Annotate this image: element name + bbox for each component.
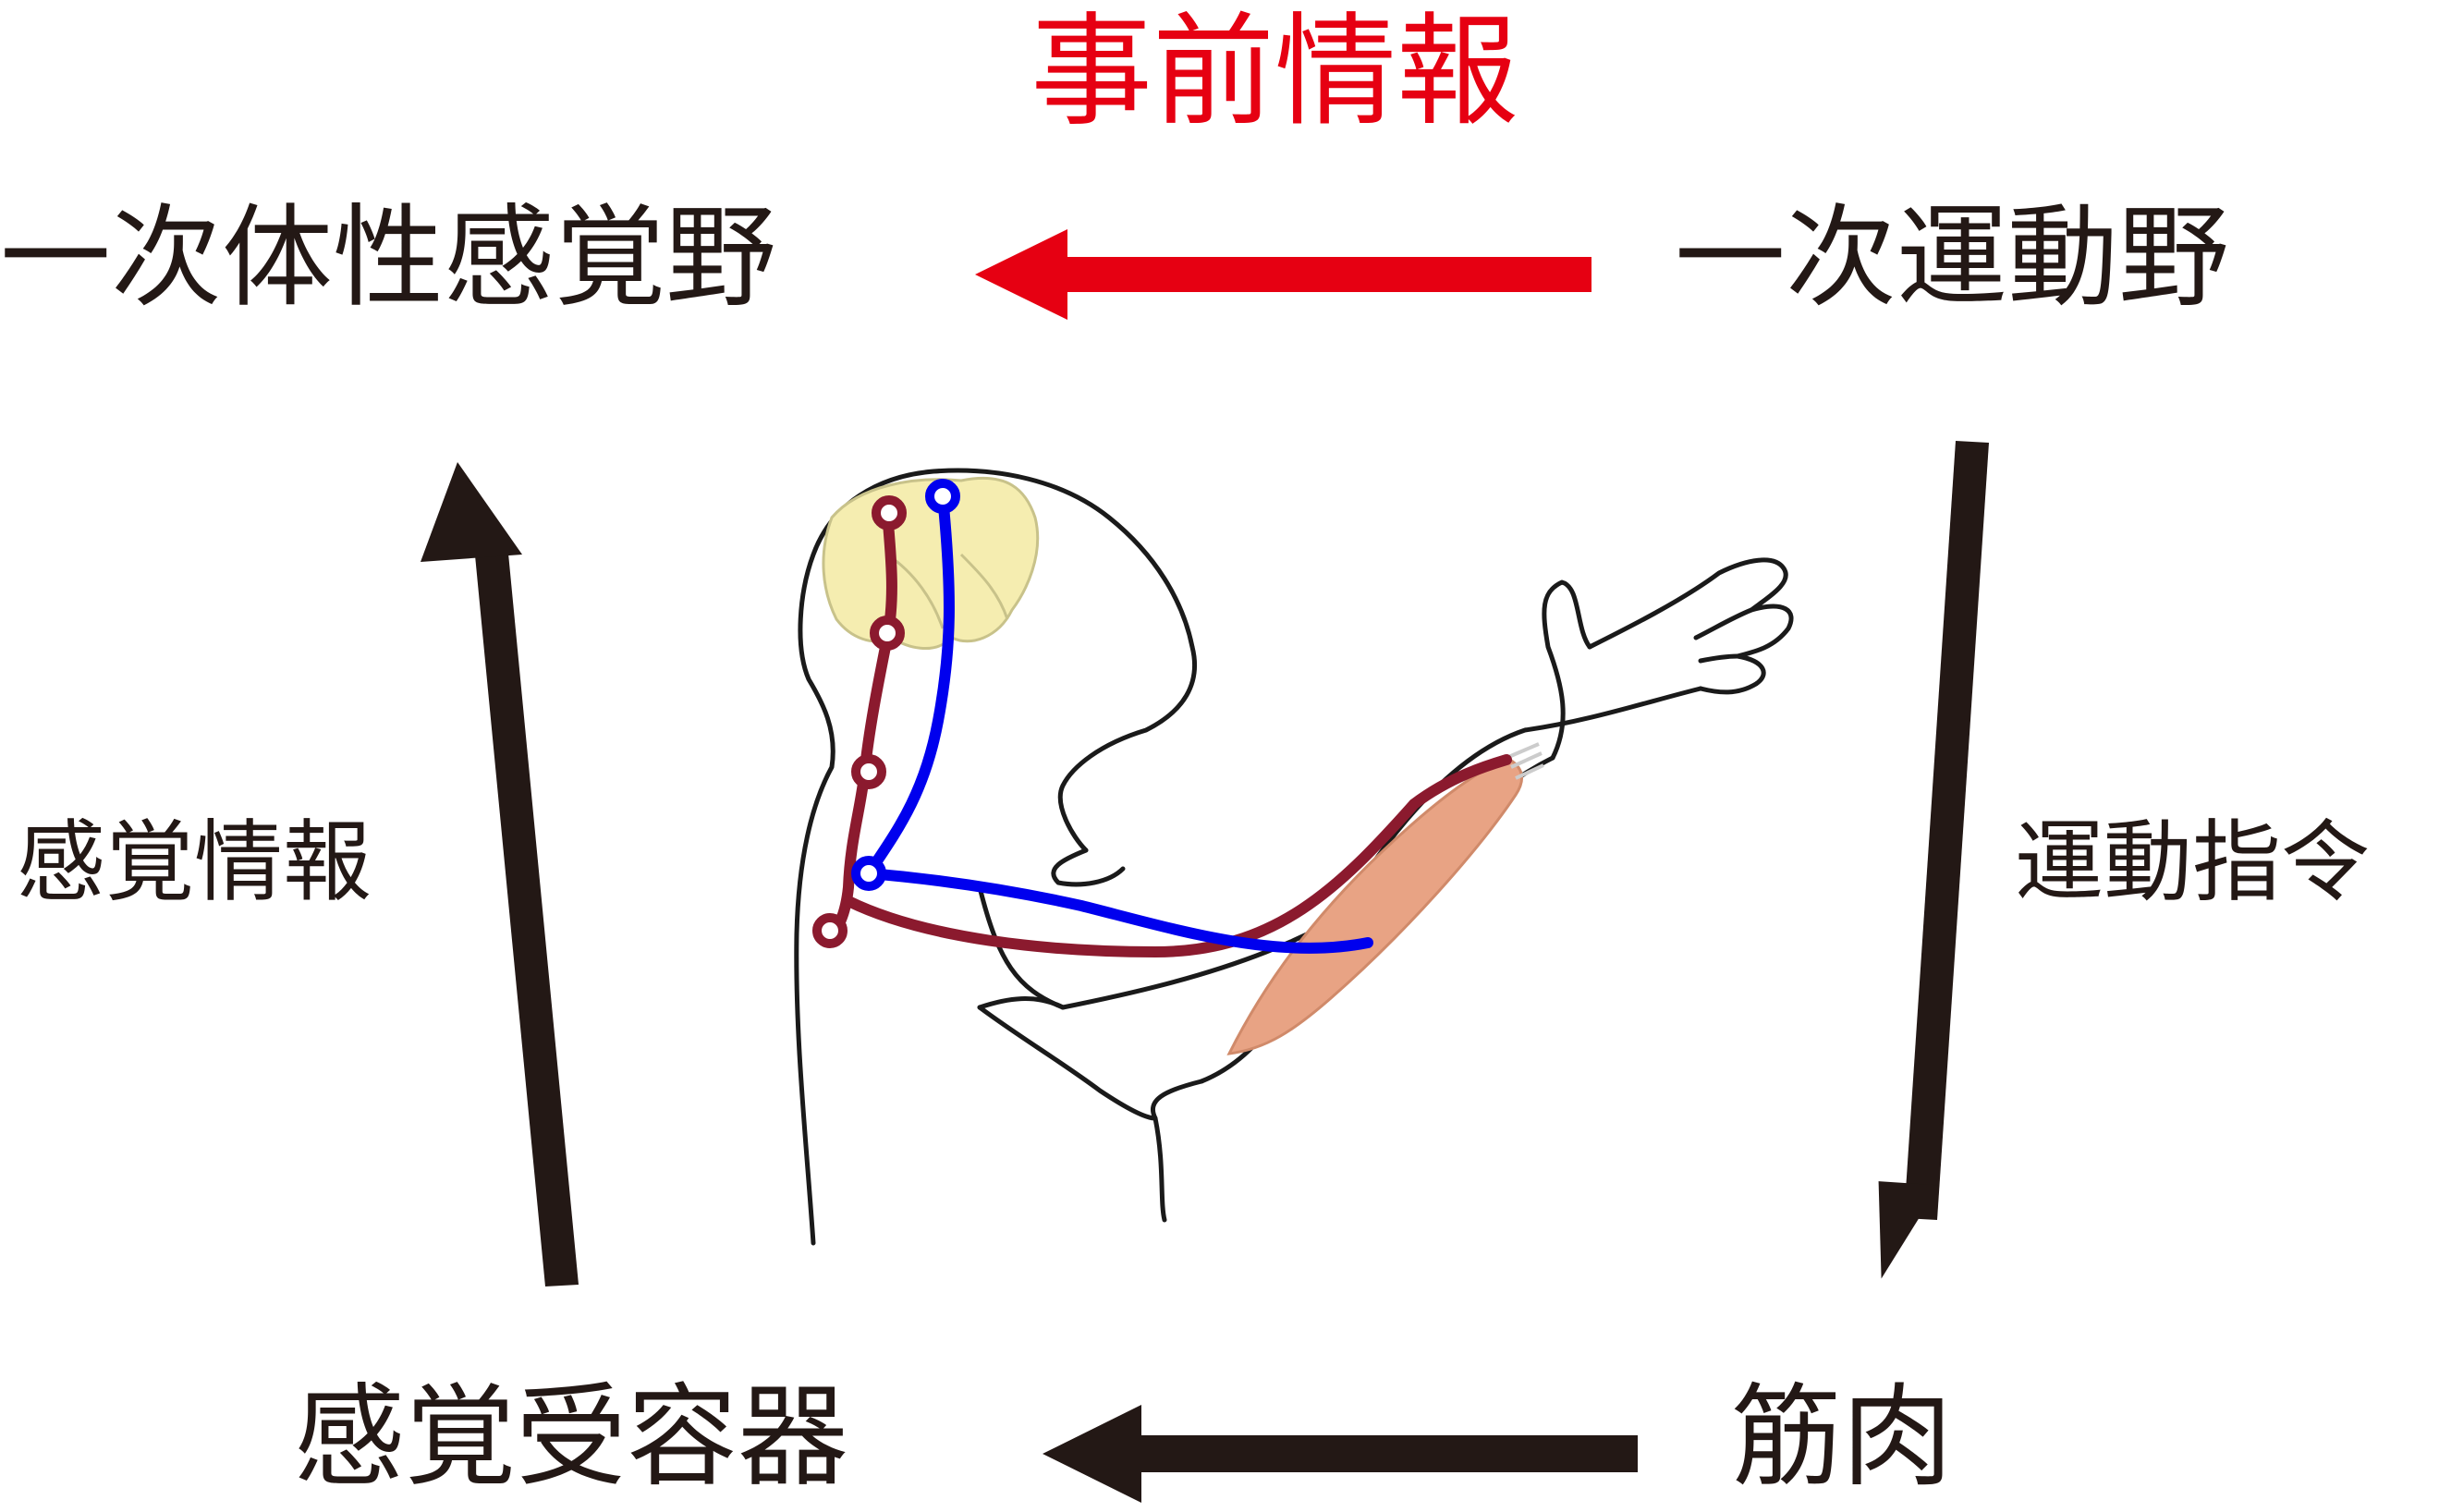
node-sensory-receptor: 感覚受容器 <box>294 1373 848 1502</box>
edge-label-sensory-info: 感覚情報 <box>17 811 372 914</box>
node-primary-motor-cortex: 一次運動野 <box>1675 194 2229 323</box>
node-primary-somatosensory-cortex: 一次体性感覚野 <box>0 194 776 323</box>
sensory-info-arrow <box>421 462 579 1286</box>
motor-command-arrow <box>1878 441 1989 1279</box>
human-figure-illustration <box>794 468 1794 1246</box>
diagram-title: 事前情報 <box>1030 1 1518 143</box>
sensory-neuron-nodes <box>812 495 907 948</box>
motor-pathway <box>863 491 1373 954</box>
efference-copy-arrow <box>975 229 1591 320</box>
motor-neuron-nodes <box>851 479 960 891</box>
muscle-illustration <box>1226 742 1544 1055</box>
muscle-to-receptor-arrow <box>1043 1405 1638 1503</box>
node-muscle: 筋肉 <box>1731 1373 1953 1502</box>
edge-label-motor-command: 運動指令 <box>2015 811 2370 914</box>
